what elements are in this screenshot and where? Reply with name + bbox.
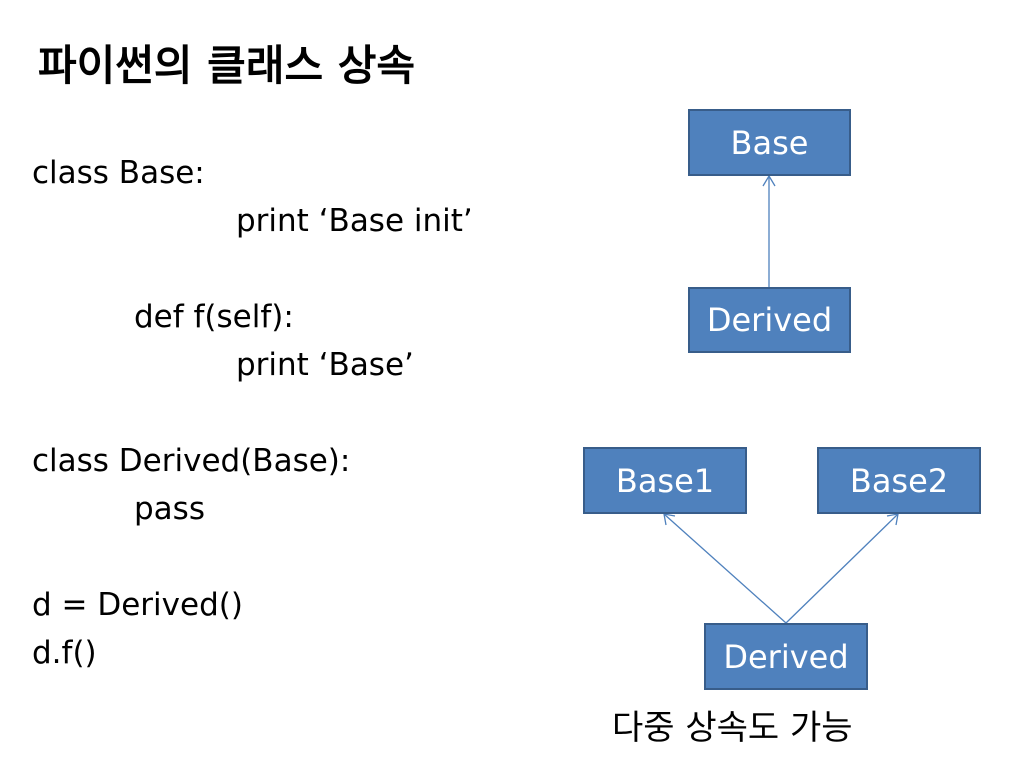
base2-arrowhead xyxy=(886,513,899,526)
multi-derived-class-box: Derived xyxy=(704,623,868,690)
derived-class-label: Derived xyxy=(706,301,833,339)
derived-to-base2-arrow xyxy=(785,513,899,624)
base1-class-label: Base1 xyxy=(615,461,715,500)
base1-class-box: Base1 xyxy=(583,447,747,514)
code-line: def f(self): xyxy=(134,299,294,335)
code-line: class Base: xyxy=(32,155,205,191)
code-line: d = Derived() xyxy=(32,587,243,623)
code-line: print ‘Base’ xyxy=(236,347,414,383)
code-line: class Derived(Base): xyxy=(32,443,351,479)
multiple-inheritance-caption: 다중 상속도 가능 xyxy=(612,708,853,748)
derived-to-base1-arrow xyxy=(663,513,787,624)
base2-class-label: Base2 xyxy=(849,461,949,500)
base2-class-box: Base2 xyxy=(817,447,981,514)
base-arrowhead xyxy=(762,174,776,187)
base-class-label: Base xyxy=(730,123,809,162)
multi-derived-class-label: Derived xyxy=(723,637,849,676)
code-line: d.f() xyxy=(32,635,97,671)
code-line: print ‘Base init’ xyxy=(236,203,473,239)
base1-arrowhead xyxy=(663,513,676,526)
code-line: pass xyxy=(134,491,205,527)
slide-title: 파이썬의 클래스 상속 xyxy=(38,41,416,90)
derived-class-box: Derived xyxy=(688,287,851,353)
base-class-box: Base xyxy=(688,109,851,176)
